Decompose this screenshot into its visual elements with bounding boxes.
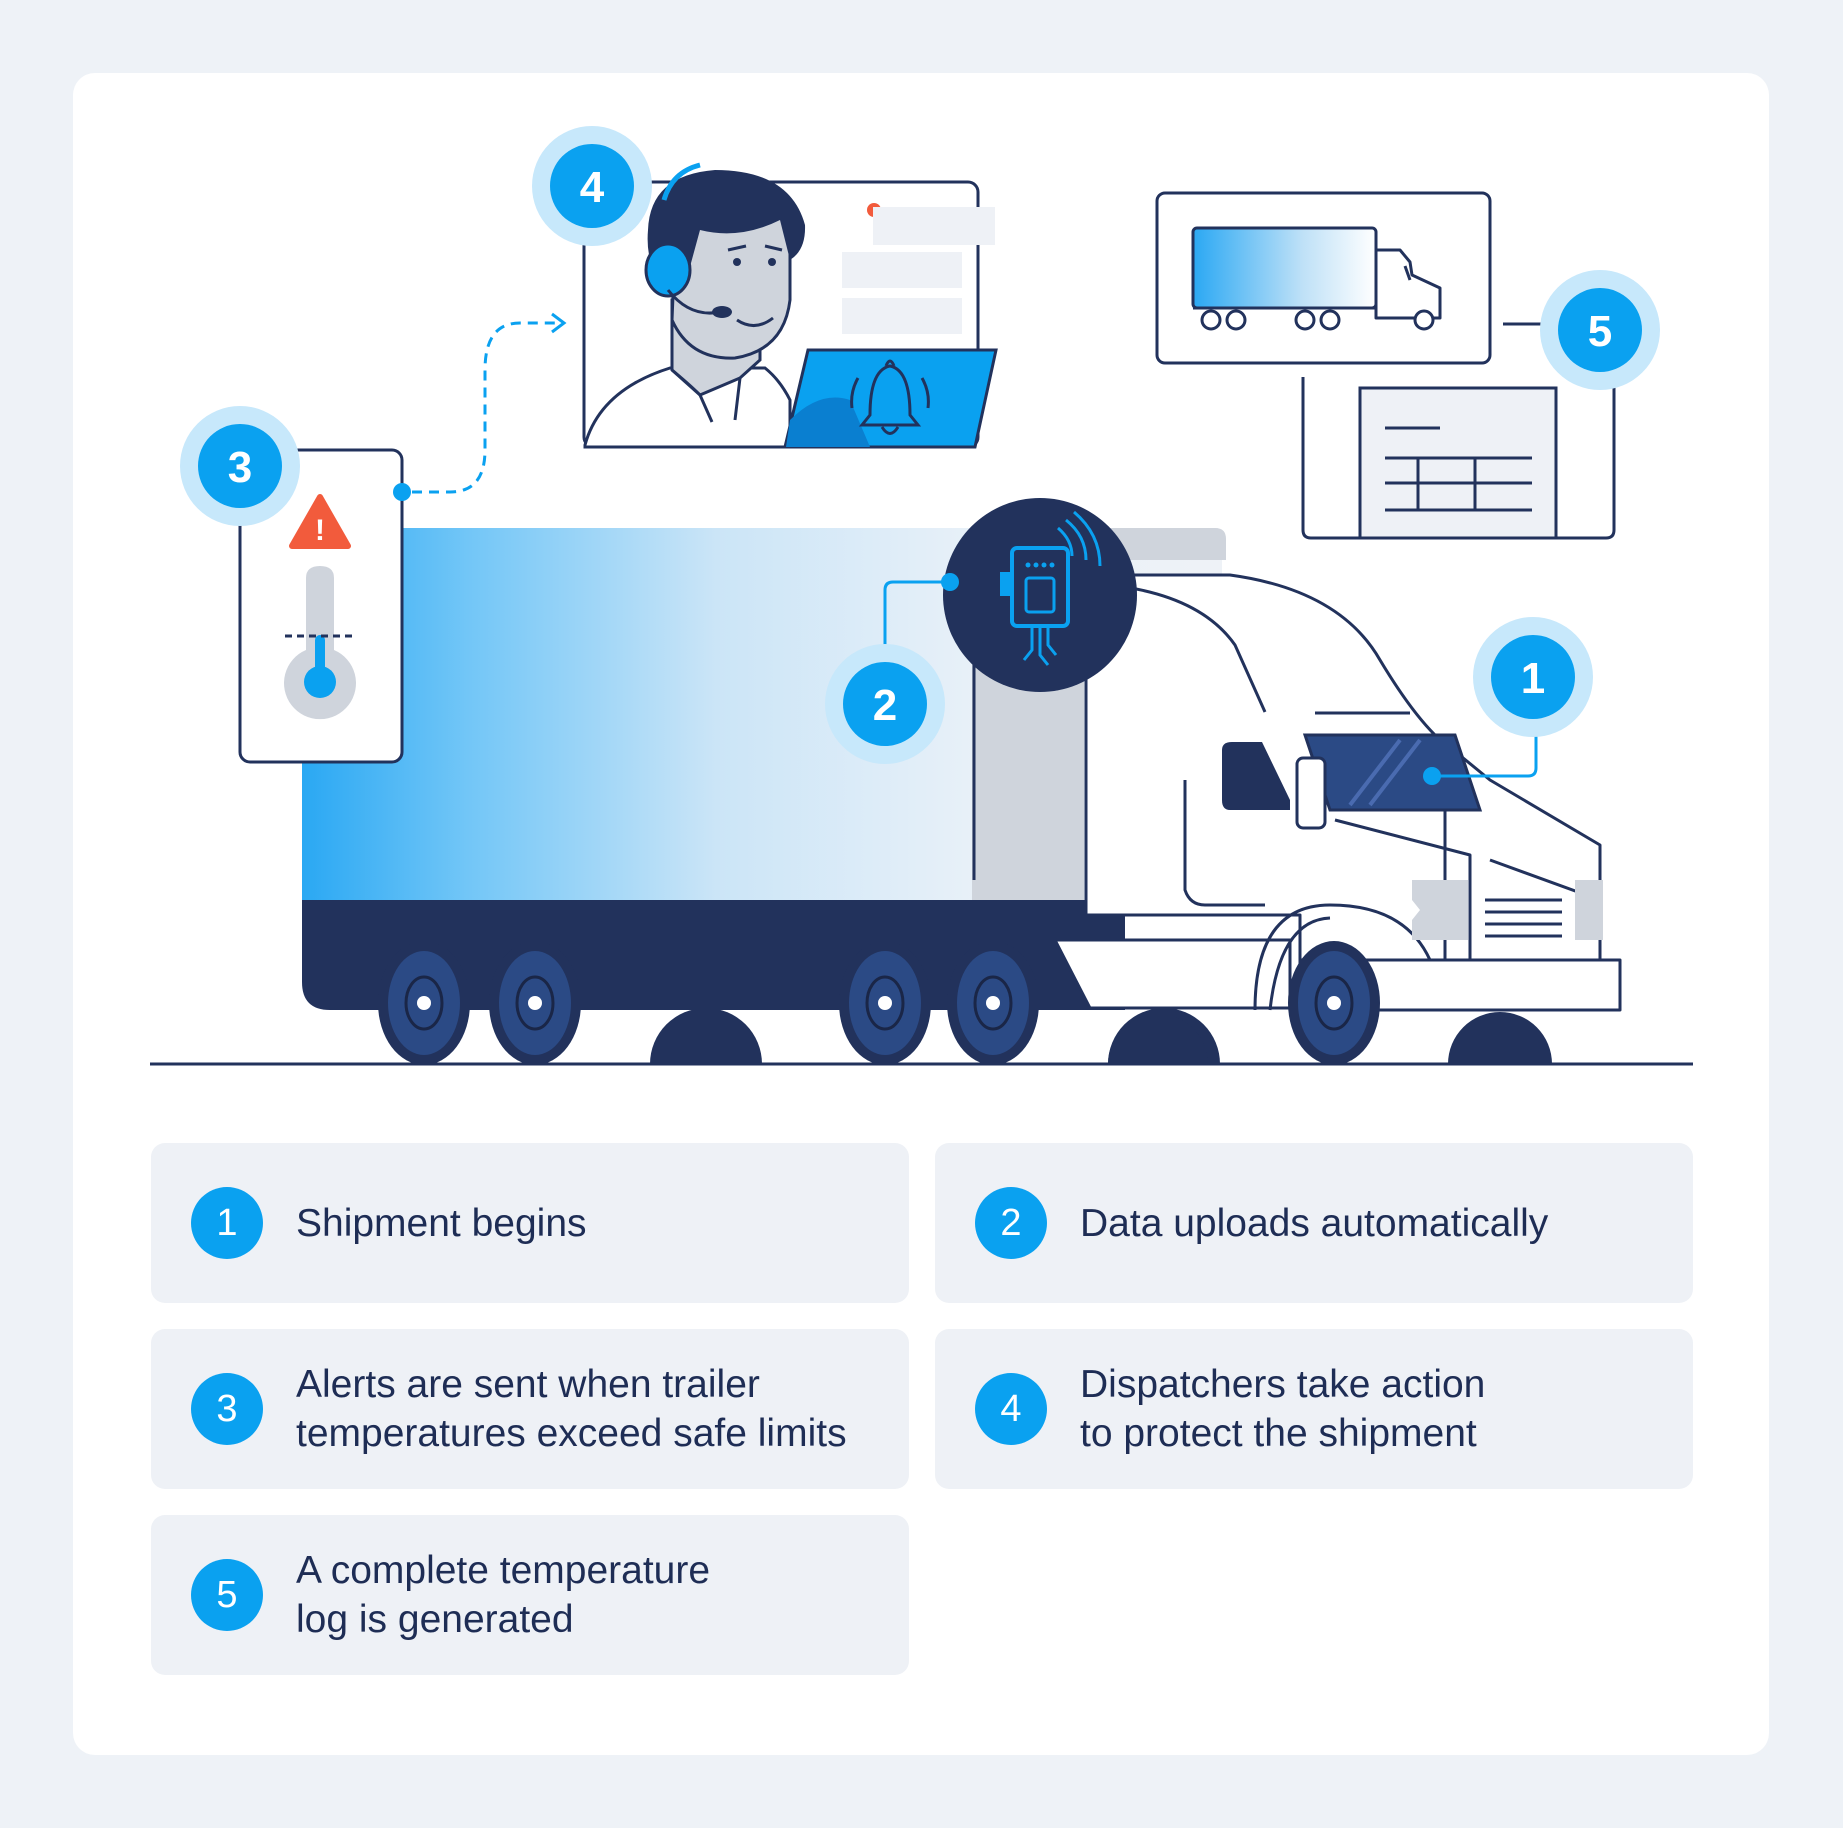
grille-lines xyxy=(1485,898,1562,938)
step-card-1: 1 Shipment begins xyxy=(151,1143,909,1303)
thermometer-icon xyxy=(284,566,357,720)
laptop xyxy=(783,348,998,449)
warning-icon: ! xyxy=(289,494,351,549)
svg-text:2: 2 xyxy=(873,681,897,730)
step-text: Dispatchers take action to protect the s… xyxy=(1080,1363,1486,1455)
truck-illustration: ! xyxy=(150,126,1693,1066)
step-text: Shipment begins xyxy=(296,1201,587,1245)
side-window xyxy=(1222,742,1290,810)
svg-text:3: 3 xyxy=(228,443,252,492)
cab-wheels xyxy=(1288,941,1380,1065)
bell-icon xyxy=(850,359,930,435)
badge-3: 3 xyxy=(180,406,300,526)
dispatcher-window xyxy=(582,162,998,449)
step-card-5: 5 A complete temperature log is generate… xyxy=(151,1515,909,1675)
sensor-device-icon xyxy=(943,498,1137,692)
badge-2: 2 xyxy=(825,644,945,764)
step-number: 3 xyxy=(191,1373,263,1445)
svg-text:5: 5 xyxy=(1588,307,1612,356)
badge-4: 4 xyxy=(532,126,652,246)
step-number: 2 xyxy=(975,1187,1047,1259)
step-number: 4 xyxy=(975,1373,1047,1445)
report-screens xyxy=(1155,191,1616,540)
step-card-2: 2 Data uploads automatically xyxy=(935,1143,1693,1303)
temperature-alert-card: ! xyxy=(238,448,404,764)
badge-5: 5 xyxy=(1540,270,1660,390)
svg-text:1: 1 xyxy=(1521,654,1545,703)
step-text: Data uploads automatically xyxy=(1080,1201,1549,1245)
step-number: 5 xyxy=(191,1559,263,1631)
step-text: A complete temperature log is generated xyxy=(296,1549,711,1641)
badge-1: 1 xyxy=(1473,617,1593,737)
step-number: 1 xyxy=(191,1187,263,1259)
svg-text:4: 4 xyxy=(580,163,605,212)
trailer-wheels xyxy=(378,941,1220,1065)
dispatcher-avatar-icon xyxy=(583,162,806,449)
svg-text:!: ! xyxy=(315,514,325,547)
truck-icon xyxy=(1191,226,1442,331)
step-card-4: 4 Dispatchers take action to protect the… xyxy=(935,1329,1693,1489)
step-text: Alerts are sent when trailer temperature… xyxy=(296,1363,847,1455)
side-mirror xyxy=(1295,756,1327,830)
step-card-3: 3 Alerts are sent when trailer temperatu… xyxy=(151,1329,909,1489)
table-icon xyxy=(1385,426,1532,512)
